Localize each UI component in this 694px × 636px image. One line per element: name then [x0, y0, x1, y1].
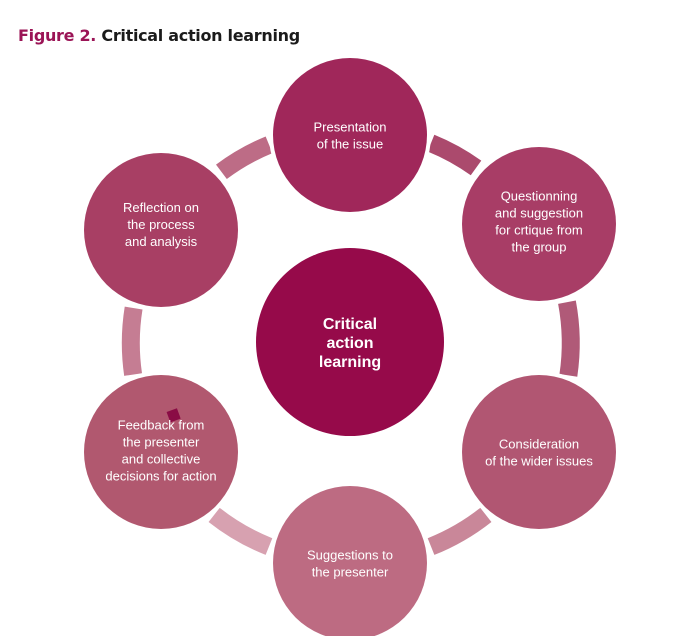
node-label: Presentation of the issue	[314, 120, 387, 152]
node-circle	[84, 375, 238, 529]
node-label-line: the presenter	[312, 565, 389, 580]
center-label: Critical action learning	[319, 316, 381, 371]
node-questioning: Questionning and suggestion for crtique fr…	[458, 143, 620, 305]
node-circle	[273, 58, 427, 212]
node-label-line: Questionning	[501, 189, 578, 204]
node-label-line: Consideration	[499, 437, 579, 452]
node-feedback: Feedback from the presenter and collective…	[80, 371, 242, 533]
connector-arc	[121, 306, 143, 376]
node-consideration: Consideration of the wider issues	[458, 371, 620, 533]
node-circle	[84, 153, 238, 307]
connector-arc	[208, 507, 273, 555]
node-circle	[273, 486, 427, 636]
node-label-line: the process	[127, 217, 195, 232]
center-label-line: action	[326, 335, 373, 352]
node-label: Consideration of the wider issues	[485, 437, 593, 469]
node-label: Reflection on the process and analysis	[123, 200, 199, 249]
node-label-line: Feedback from	[118, 418, 205, 433]
node-label-line: Presentation	[314, 120, 387, 135]
node-label-line: of the wider issues	[485, 454, 593, 469]
node-label-line: and collective	[122, 452, 201, 467]
node-label-line: Reflection on	[123, 200, 199, 215]
center-circle	[256, 248, 444, 436]
node-label: Feedback from the presenter and collective…	[105, 418, 216, 484]
node-presentation: Presentation of the issue	[269, 54, 431, 216]
node-circle	[462, 375, 616, 529]
node-label-line: Suggestions to	[307, 548, 393, 563]
node-label-line: the presenter	[123, 435, 200, 450]
connector-arc	[427, 507, 492, 555]
connector-arc	[427, 134, 482, 176]
figure-label: Figure 2.	[18, 26, 97, 45]
figure-title-text: Critical action learning	[101, 26, 300, 45]
figure-title: Figure 2. Critical action learning	[18, 26, 300, 45]
node-suggestions: Suggestions to the presenter	[269, 482, 431, 636]
node-label-line: decisions for action	[105, 469, 216, 484]
node-reflection: Reflection on the process and analysis	[80, 149, 242, 311]
node-label-line: and analysis	[125, 234, 198, 249]
node-label-line: and suggestion	[495, 206, 583, 221]
center-label-line: Critical	[323, 316, 377, 333]
accent-square	[166, 408, 181, 423]
connector-arc	[216, 136, 273, 180]
center-node: Critical action learning	[256, 248, 444, 436]
node-label-line: of the issue	[317, 137, 384, 152]
connector-ring	[121, 134, 580, 555]
node-label: Questionning and suggestion for crtique fr…	[495, 189, 583, 255]
node-label: Suggestions to the presenter	[307, 548, 393, 580]
node-label-line: for crtique from	[495, 223, 582, 238]
node-label-line: the group	[512, 240, 567, 255]
center-label-line: learning	[319, 354, 381, 371]
node-circle	[462, 147, 616, 301]
connector-arc	[558, 300, 580, 377]
